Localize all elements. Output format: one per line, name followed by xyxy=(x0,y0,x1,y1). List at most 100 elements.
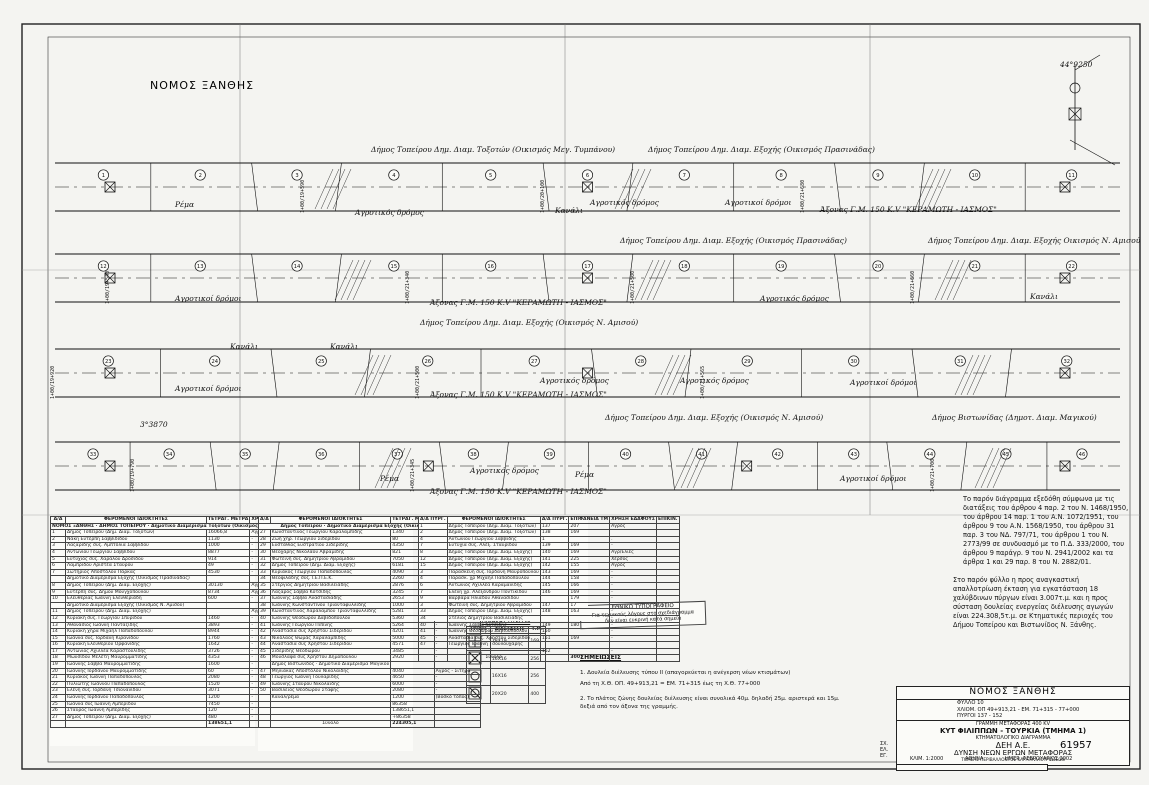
table1-cell: 1760 xyxy=(205,634,251,643)
table3-cell: 169 xyxy=(568,588,611,597)
parcel-marker xyxy=(388,260,400,272)
parcel-boundary xyxy=(335,162,342,212)
table1-cell: Αθανάσιος Ιωάννη Πανταζίδης xyxy=(65,621,207,630)
table2-cell: Καναλ/ρέμα xyxy=(269,694,392,702)
strip1-side-label-1: Ρέμα xyxy=(175,200,195,209)
parcel-number: 42 xyxy=(774,452,781,458)
title-block-line-route: ΚΥΤ ΦΙΛΙΠΠΩΝ - ΤΟΥΡΚΙΑ (ΤΜΗΜΑ 1) xyxy=(939,727,1087,735)
table3-cell xyxy=(656,588,680,597)
table1-cell: 25 xyxy=(50,700,66,709)
t3-head-tower: Α/Α ΠΥΡΓ. xyxy=(539,516,570,524)
table1-cell: 4 xyxy=(50,548,66,557)
road-hatch xyxy=(634,259,654,301)
table1-cell: Σταύρος Ιωάννη Αμπερίδης xyxy=(65,707,207,715)
parcel-marker xyxy=(772,448,784,460)
sign-label-1: ΣΧ. xyxy=(880,741,889,747)
table3-cell: - xyxy=(609,542,657,550)
table1-cell: Ελευθερίας Ιωάννη Ελευθεριάδη xyxy=(65,595,207,603)
parcel-number: 4 xyxy=(392,173,396,179)
table3-cell: Στέλιος Δημητρίου Βασιλειάδης xyxy=(446,614,541,623)
table3-cell: 2 xyxy=(418,529,448,537)
road-hatch xyxy=(932,168,952,210)
tower-diagonal xyxy=(582,367,593,379)
parcel-marker xyxy=(1076,448,1088,460)
tower-square xyxy=(582,272,593,284)
table3-cell: 146 xyxy=(539,588,570,597)
road-hatch xyxy=(934,259,954,301)
table1-cell: Δήμος Τοπείρου (Δημ. Διαμ. Εξοχής) xyxy=(65,581,207,590)
table2-cell: 34 xyxy=(258,575,271,583)
table3-cell xyxy=(539,595,570,603)
road-hatch xyxy=(954,354,974,396)
strip1-municipality-1: Δήμος Τοπείρου Δημ. Διαμ. Τοξοτών (Οικισ… xyxy=(371,145,616,154)
strip1-side-label-3: Κανάλι xyxy=(555,206,583,215)
table1-cell: Ιωάννης Ιορδάνου Παπαδόπουλος xyxy=(65,694,207,702)
parcel-marker xyxy=(635,355,647,367)
parcel-number: 1 xyxy=(102,173,105,179)
road-hatch xyxy=(966,354,986,396)
table2-cell xyxy=(258,661,271,669)
table1-cell: 21 xyxy=(50,674,66,682)
table1-cell: Λαζαρίδης συζ. Αμπτόλια Σαββιδου xyxy=(65,542,207,550)
table1-cell: Κυριακή Ελευθερίου Ορφανίδης xyxy=(65,641,207,649)
table2-cell: Γεώργιος Ιωάννη Γουλαρίδης xyxy=(269,674,392,682)
table3-cell: 45 xyxy=(418,634,448,643)
table3-cell: - xyxy=(609,647,657,656)
parcel-marker xyxy=(969,169,981,181)
table3-cell: Δήμος Τοπείρου (Δημ. Διαμ. Εξοχής) xyxy=(446,555,541,564)
parcel-marker xyxy=(87,448,99,460)
title-block-pylons: ΠΥΡΓΟΙ 137 - 152 xyxy=(957,713,1003,719)
parcel-boundary xyxy=(251,162,258,212)
table1-cell: 1520 xyxy=(205,680,251,689)
tower-diagonal xyxy=(104,272,116,284)
table2-cell: (Βοσκό τόπος) xyxy=(433,694,482,702)
table1-cell: Νάκη Ευτέρπη Σαββιδίδου xyxy=(65,535,207,544)
table2-cell: Θεοφιλάδης σύζ. Ι.Ε.Π.Ε.Κ. xyxy=(269,575,392,583)
parcel-boundary xyxy=(1005,348,1012,398)
table1-cell: Ιωάννα συζ. Ιορδάνη Κιρανίδου xyxy=(65,634,207,643)
parcel-marker xyxy=(619,448,632,460)
tower-diagonal xyxy=(582,272,593,284)
table2-cell: 2080 xyxy=(390,687,435,696)
table2-cell: Σιδερίδης Θεοδώρου xyxy=(269,647,392,656)
parcel-marker xyxy=(485,260,497,272)
parcel-number: 29 xyxy=(744,359,751,365)
t2-sum-b: 138651,1 xyxy=(390,707,435,715)
table3-cell: 7 xyxy=(418,588,448,597)
table2-cell: 41 xyxy=(258,621,271,630)
road-hatch xyxy=(986,447,1006,489)
table3-cell: 143 xyxy=(539,568,570,577)
parcel-number: 44 xyxy=(927,452,934,458)
table3-cell xyxy=(656,542,680,550)
parcel-marker xyxy=(775,260,787,272)
parcel-number: 12 xyxy=(100,264,107,270)
table3-cell: Αγρός xyxy=(609,522,657,531)
chainage-label: 1+00/21+345 xyxy=(410,458,416,492)
table1-cell: 23 xyxy=(50,687,66,696)
table1-cell: Ιωάννης Σάββα Μαυρομματίδης xyxy=(65,661,207,669)
table1-cell: Πυλιώτης Ιωάννου Παπαδόπουλος xyxy=(65,680,207,689)
table2-cell: 35 xyxy=(258,581,271,590)
table2-cell: Ευστάθιος Ευστρατίου Σιδερίδης xyxy=(269,542,392,550)
table3-cell: Φωτεινή συζ. Δημητρίου Αβραμίδου xyxy=(446,601,541,610)
parcel-marker xyxy=(315,448,327,460)
table3-cell: Δήμος Τοπείρου (Δημ. Διαμ. Εξοχής) xyxy=(446,608,541,616)
title-block-position: ΧΛΙΟΜ. ΟΠ 49+913,21 - ΕΜ. 71+315 - 77+00… xyxy=(957,706,1080,713)
road-hatch xyxy=(320,168,340,210)
title-block-meta: ΦΥΛΛΟ 10 ΧΛΙΟΜ. ΟΠ 49+913,21 - ΕΜ. 71+31… xyxy=(957,700,1129,720)
drawing-number: 61957 xyxy=(1060,740,1092,751)
table3-cell xyxy=(656,647,680,656)
table3-cell xyxy=(609,641,657,649)
parcel-number: 21 xyxy=(971,264,978,270)
t3-head-no: Α/Α ΠΥΡΓ. xyxy=(418,516,448,524)
table3-cell xyxy=(568,628,611,636)
tower-square xyxy=(104,272,116,284)
table3-cell: 15 xyxy=(418,562,448,570)
parcel-number: 31 xyxy=(957,359,964,365)
parcel-boundary xyxy=(886,441,894,491)
table2-cell: Κυριάκος Γεωργίου Παπαδόπουλος xyxy=(269,568,392,577)
